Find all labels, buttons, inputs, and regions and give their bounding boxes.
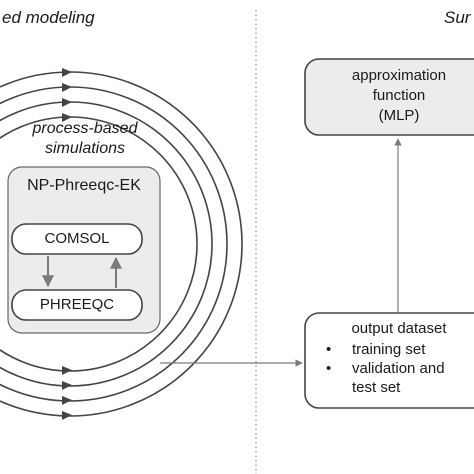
process-based-label-line2: simulations [44, 140, 126, 157]
bullet-marker: • [326, 359, 332, 377]
comsol-box [11, 223, 143, 255]
approximation-line2: function [372, 87, 426, 104]
output-dataset-box [304, 312, 474, 409]
circle-arrowhead-top-4 [62, 113, 72, 122]
comsol-label: COMSOL [44, 230, 110, 247]
right-section-heading: Sur [444, 8, 471, 27]
circle-arrowhead-bottom-4 [62, 411, 72, 420]
phreeqc-box [11, 289, 143, 321]
test-set-label: test set [352, 378, 401, 396]
validation-label: validation and [352, 359, 445, 377]
np-phreeqc-ek-label: NP-Phreeqc-EK [27, 177, 141, 194]
output-dataset-items: • training set • validation and test set [326, 341, 445, 397]
approximation-function-box [304, 58, 474, 136]
circle-arrowhead-top-3 [62, 98, 72, 107]
training-set-label: training set [352, 341, 426, 358]
phreeqc-label: PHREEQC [39, 296, 115, 313]
bullet-marker: • [326, 341, 332, 358]
list-item: test set [326, 379, 445, 398]
process-based-label-line1: process-based [32, 120, 138, 137]
output-dataset-title: output dataset [351, 320, 447, 337]
circle-arrowhead-top-1 [62, 68, 72, 77]
approximation-line1: approximation [351, 67, 447, 84]
left-section-heading: ed modeling [2, 8, 95, 27]
circle-arrowhead-bottom-2 [62, 381, 72, 390]
circle-arrowhead-bottom-1 [62, 366, 72, 375]
list-item: • validation and [326, 360, 445, 379]
list-item: • training set [326, 341, 445, 360]
circle-arrowhead-bottom-3 [62, 396, 72, 405]
circle-arrowhead-top-2 [62, 83, 72, 92]
approximation-line3: (MLP) [378, 107, 420, 124]
